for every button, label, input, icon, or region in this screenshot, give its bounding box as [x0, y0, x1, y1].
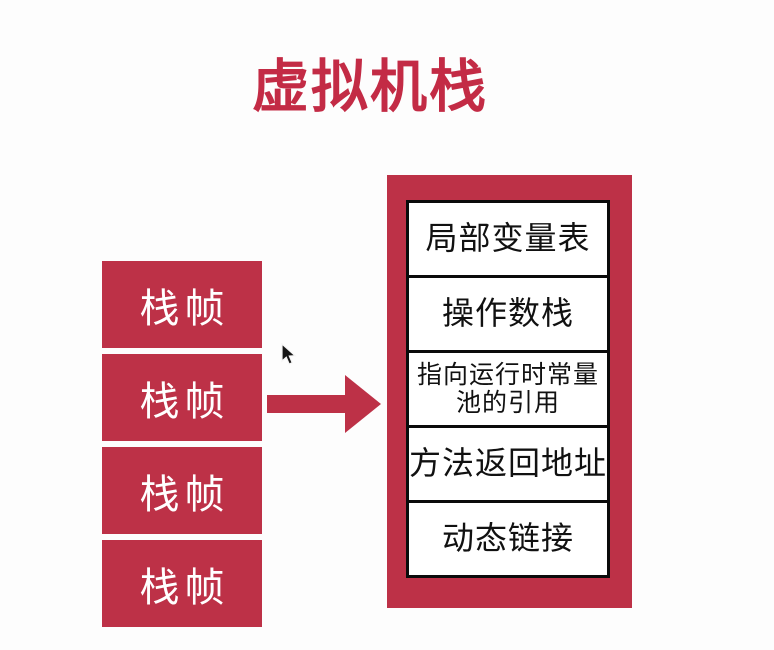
stack-frame-label: 栈帧	[139, 565, 230, 610]
stack-frame-box-4: 栈帧	[102, 540, 262, 627]
detail-cell-method-return-address: 方法返回地址	[406, 425, 610, 503]
stack-frame-label: 栈帧	[139, 286, 230, 331]
stack-frame-label: 栈帧	[139, 379, 230, 424]
stack-frame-detail-container: 局部变量表 操作数栈 指向运行时常量 池的引用 方法返回地址 动态链接	[387, 175, 632, 608]
cell-label: 方法返回地址	[409, 445, 608, 482]
stack-frame-label: 栈帧	[139, 472, 230, 517]
detail-cell-dynamic-linking: 动态链接	[406, 500, 610, 578]
mouse-pointer-icon	[281, 343, 297, 365]
cell-label: 指向运行时常量 池的引用	[416, 361, 599, 417]
page-title: 虚拟机栈	[252, 55, 488, 119]
detail-cell-runtime-constant-pool-reference: 指向运行时常量 池的引用	[406, 350, 610, 428]
stack-frame-detail-cells: 局部变量表 操作数栈 指向运行时常量 池的引用 方法返回地址 动态链接	[406, 200, 610, 578]
cell-label: 局部变量表	[425, 220, 591, 257]
detail-cell-local-variable-table: 局部变量表	[406, 200, 610, 278]
vm-stack-column: 栈帧 栈帧 栈帧 栈帧	[102, 261, 262, 627]
stack-frame-box-1: 栈帧	[102, 261, 262, 348]
cell-label: 动态链接	[441, 520, 574, 557]
right-arrow-icon	[267, 375, 381, 433]
stack-frame-box-3: 栈帧	[102, 447, 262, 534]
detail-cell-operand-stack: 操作数栈	[406, 275, 610, 353]
stack-frame-box-2: 栈帧	[102, 354, 262, 441]
cell-label: 操作数栈	[441, 295, 574, 332]
